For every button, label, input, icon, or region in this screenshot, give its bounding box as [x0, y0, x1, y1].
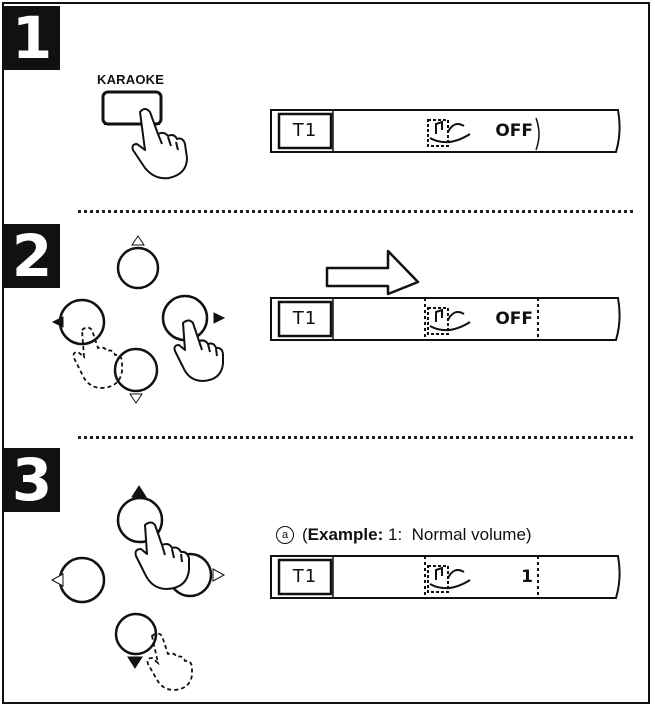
step-3-badge: 3: [4, 448, 60, 512]
finger-press-icon: [146, 632, 193, 691]
note-text: 1: Normal volume): [383, 525, 532, 544]
finger-press-icon: [173, 319, 224, 382]
note-bold: Example:: [307, 525, 384, 544]
display-panel-step2: T1 OFF: [270, 296, 622, 342]
arrow-right-icon: [325, 249, 420, 296]
page-frame: [2, 2, 650, 704]
karaoke-echo-icon: [427, 307, 471, 335]
step-divider: [78, 436, 633, 439]
display-panel-step3: T1 1: [270, 554, 622, 600]
step-2-badge: 2: [4, 224, 60, 288]
dpad-icon: [58, 496, 213, 656]
karaoke-level-value: 1: [521, 567, 533, 587]
finger-press-icon: [72, 326, 123, 389]
note-prefix: (: [302, 525, 308, 544]
karaoke-status-value: OFF: [495, 121, 533, 141]
example-note: a (Example: 1: Normal volume): [276, 525, 532, 545]
karaoke-echo-icon: [427, 565, 471, 593]
karaoke-echo-icon: [427, 119, 471, 147]
karaoke-button-label: KARAOKE: [97, 72, 165, 87]
finger-press-icon: [134, 521, 190, 590]
finger-press-icon: [131, 108, 188, 180]
step-divider: [78, 210, 633, 213]
display-panel-step1: T1 OFF: [270, 108, 622, 154]
track-indicator: T1: [292, 120, 318, 141]
track-indicator: T1: [292, 566, 318, 587]
karaoke-status-value: OFF: [495, 309, 533, 329]
step-1-badge: 1: [4, 6, 60, 70]
track-indicator: T1: [292, 308, 318, 329]
dpad-arrows: [50, 485, 226, 669]
dpad-arrows: [51, 235, 226, 404]
note-marker: a: [276, 526, 294, 544]
